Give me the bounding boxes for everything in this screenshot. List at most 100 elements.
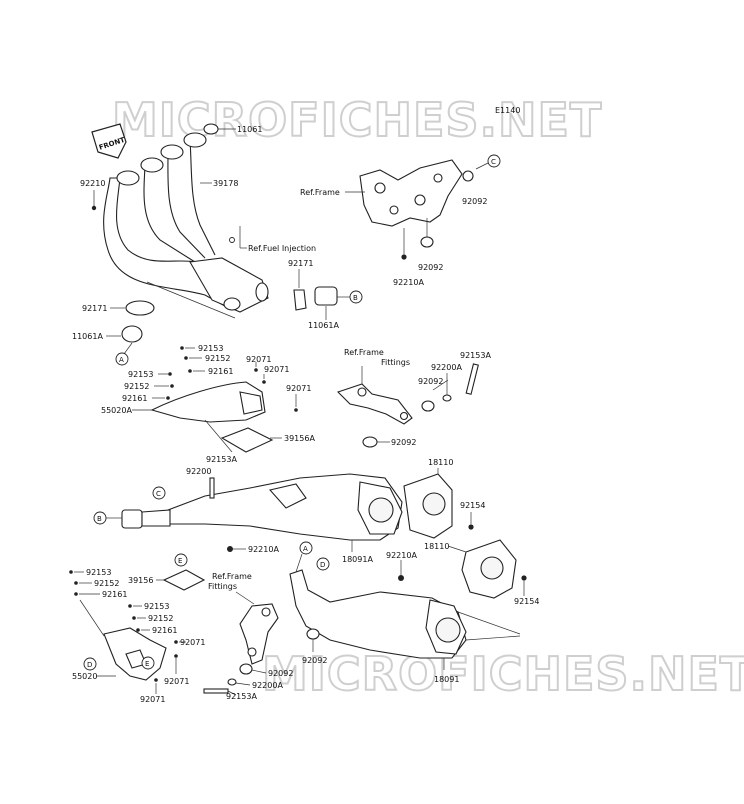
label-92152-c: 92152 [94,579,119,588]
label-92071-c: 92071 [286,384,311,393]
end-cap-18110-b [461,539,517,599]
label-92171-b: 92171 [82,304,107,313]
label-92161-b: 92161 [122,394,147,403]
label-92152-a: 92152 [205,354,230,363]
clamp-92171-b [125,300,155,316]
svg-text:A: A [303,545,308,553]
callout-b-top [349,290,363,304]
label-92210A-c: 92210A [386,551,417,560]
svg-text:B: B [97,515,102,523]
label-92092-e: 92092 [302,656,327,665]
label-92092-a: 92092 [462,197,487,206]
frame-bracket [359,159,463,227]
ref-frame-fittings-1b: Fittings [381,358,410,367]
muffler-18091 [289,569,467,659]
label-18110-b: 18110 [424,542,449,551]
bolt-92153A-b [465,363,479,395]
frame-fittings-bracket-2 [239,603,279,665]
ref-frame-fittings-1a: Ref.Frame [344,348,384,357]
label-92154-b: 92154 [514,597,539,606]
label-39156A: 39156A [284,434,315,443]
ref-fuel-injection: Ref.Fuel Injection [248,244,316,253]
label-18091: 18091 [434,675,459,684]
svg-text:E: E [145,660,149,668]
label-92092-f: 92092 [268,669,293,678]
label-92200-a: 92200 [186,467,211,476]
label-92210A-b: 92210A [248,545,279,554]
label-92153A-a: 92153A [206,455,237,464]
callout-d-lower [316,557,330,571]
ref-frame: Ref.Frame [300,188,340,197]
label-92210: 92210 [80,179,105,188]
washer-92200A-b [227,678,237,686]
heat-shield-55020 [103,627,167,681]
nut-92092-f [239,663,253,675]
label-92161-d: 92161 [152,626,177,635]
label-92210A-a: 92210A [393,278,424,287]
label-92153A-c: 92153A [226,692,257,701]
clamp-92171-a [293,289,307,311]
label-55020A: 55020A [101,406,132,415]
svg-text:B: B [353,294,358,302]
svg-text:E: E [178,557,182,565]
label-11061: 11061 [237,125,262,134]
callout-d-left [83,657,97,671]
callout-e-lower [141,656,155,670]
diagram-code: E1140 [495,106,520,115]
label-92092-b: 92092 [418,263,443,272]
svg-text:A: A [119,356,124,364]
svg-text:C: C [491,158,496,166]
heat-shield-39156A [220,427,274,453]
nut-92092-d [362,436,378,448]
nut-92092-a [462,170,474,182]
label-92153-d: 92153 [144,602,169,611]
exhaust-header-pipe [103,132,269,313]
callout-a-lower [299,541,313,555]
label-92161-a: 92161 [208,367,233,376]
label-11061A-b: 11061A [72,332,103,341]
label-92071-d: 92071 [180,638,205,647]
label-92161-c: 92161 [102,590,127,599]
heat-shield-39156 [162,569,206,591]
watermark-bottom: MICROFICHES.NET [262,647,744,701]
gasket-11061A-a [314,286,338,306]
label-39156: 39156 [128,576,153,585]
callout-e-top [174,553,188,567]
label-11061A-a: 11061A [308,321,339,330]
ref-frame-fittings-2b: Fittings [208,582,237,591]
label-92092-c: 92092 [418,377,443,386]
callout-c-top [487,154,501,168]
washer-92200A-a [442,394,452,402]
gasket-11061 [203,123,219,135]
front-arrow-icon: FRONT [91,123,127,159]
label-55020: 55020 [72,672,97,681]
label-92152-b: 92152 [124,382,149,391]
label-92153-b: 92153 [128,370,153,379]
label-92071-a: 92071 [246,355,271,364]
muffler-18091A [121,473,403,541]
ref-frame-fittings-2a: Ref.Frame [212,572,252,581]
label-92171-a: 92171 [288,259,313,268]
svg-text:D: D [87,661,92,669]
label-18110-a: 18110 [428,458,453,467]
label-92153A-b: 92153A [460,351,491,360]
label-92092-d: 92092 [391,438,416,447]
label-92154-a: 92154 [460,501,485,510]
nut-92092-e [306,628,320,640]
label-92200A-b: 92200A [252,681,283,690]
end-cap-18110-a [403,473,453,539]
nut-92092-b [420,236,434,248]
label-92153-a: 92153 [198,344,223,353]
bolt-92153A-c [203,688,229,694]
bolt-92200 [209,477,215,499]
frame-fittings-bracket-1 [336,383,413,425]
nut-92092-c [421,400,435,412]
label-92071-b: 92071 [264,365,289,374]
label-92200A-a: 92200A [431,363,462,372]
label-92152-d: 92152 [148,614,173,623]
label-92071-e: 92071 [164,677,189,686]
callout-c-muffler [152,486,166,500]
gasket-11061A-b [121,325,143,343]
